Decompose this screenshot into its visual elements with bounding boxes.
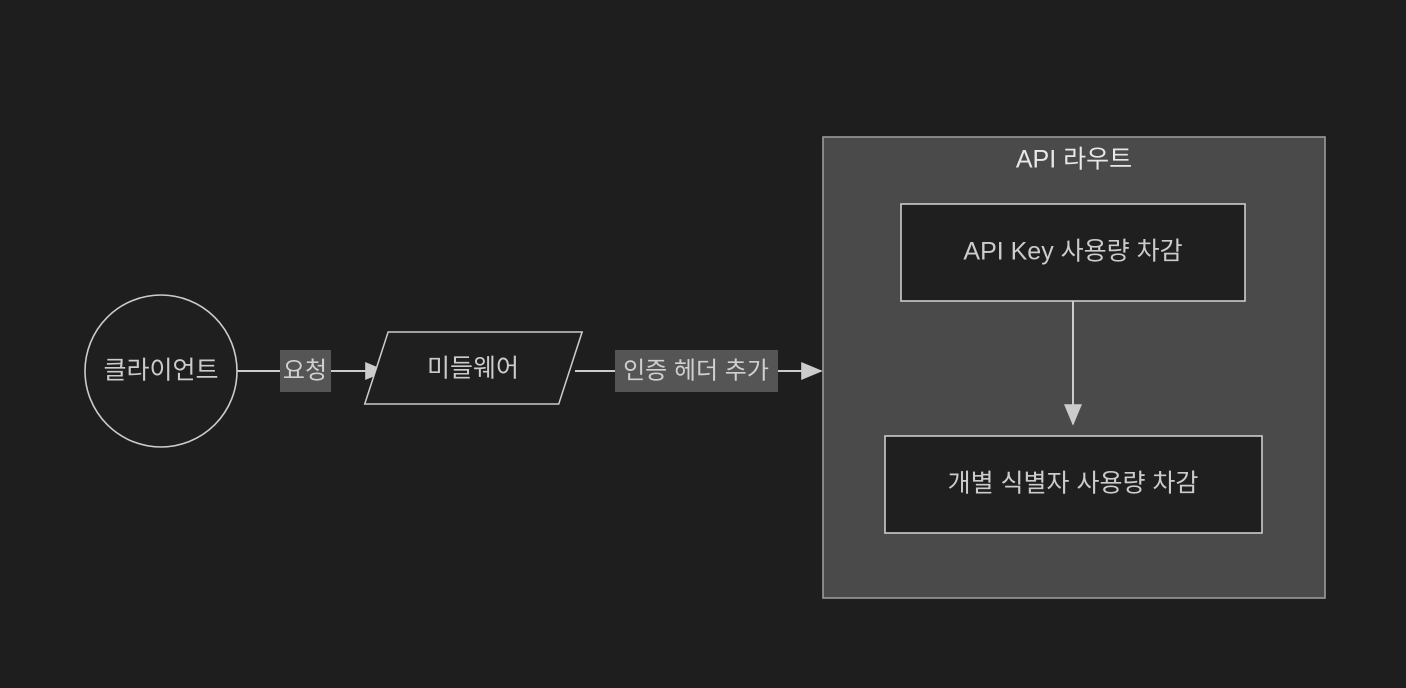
node-identifier-usage[interactable]: 개별 식별자 사용량 차감: [884, 435, 1263, 534]
edge-label-auth-header-text: 인증 헤더 추가: [623, 357, 769, 384]
edge-label-request-bg: [280, 350, 331, 392]
edge-label-request-text: 요청: [283, 357, 327, 384]
node-api-key-usage-shape[interactable]: [900, 203, 1246, 302]
node-middleware-shape[interactable]: [363, 331, 584, 405]
edge-label-auth-header: 인증 헤더 추가: [615, 350, 778, 392]
node-middleware[interactable]: 미들웨어: [363, 331, 584, 405]
node-client-label: 클라이언트: [103, 357, 218, 385]
node-client[interactable]: 클라이언트: [84, 294, 238, 448]
node-client-shape[interactable]: [84, 294, 238, 448]
edge-label-request: 요청: [280, 350, 331, 392]
node-api-key-usage[interactable]: API Key 사용량 차감: [900, 203, 1246, 302]
edge-label-auth-header-bg: [615, 350, 778, 392]
node-identifier-usage-shape[interactable]: [884, 435, 1263, 534]
node-middleware-label: 미들웨어: [427, 355, 519, 383]
cluster-api-route-title: API 라우트: [1016, 146, 1132, 174]
node-api-key-usage-label: API Key 사용량 차감: [963, 238, 1182, 266]
node-identifier-usage-label: 개별 식별자 사용량 차감: [948, 470, 1199, 498]
